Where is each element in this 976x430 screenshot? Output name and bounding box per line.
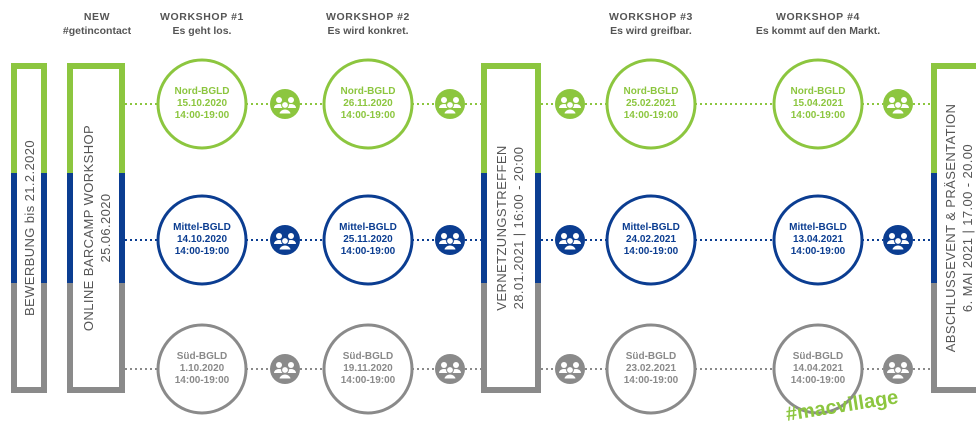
workshop-circle-ring bbox=[156, 323, 248, 415]
workshop-name: Mittel-BGLD bbox=[789, 222, 847, 233]
milestone-barcamp-label: ONLINE BARCAMP WORKSHOP bbox=[81, 125, 96, 331]
people-group-icon bbox=[883, 89, 913, 119]
header-workshop-3: WORKSHOP #3 Es wird greifbar. bbox=[608, 11, 694, 37]
workshop-circle-ring bbox=[605, 323, 697, 415]
workshop-circle-ring bbox=[322, 323, 414, 415]
workshop-date: 25.02.2021 bbox=[626, 98, 676, 109]
people-group-icon bbox=[270, 354, 300, 384]
workshop-date: 19.11.2020 bbox=[343, 363, 393, 374]
workshop-time: 14:00-19:00 bbox=[791, 246, 846, 257]
workshop-date: 23.02.2021 bbox=[626, 363, 676, 374]
connector-lines bbox=[125, 103, 931, 370]
milestone-bar-bewerbung: BEWERBUNG bis 21.2.2020 bbox=[11, 63, 47, 393]
workshop-date: 14.04.2021 bbox=[793, 363, 843, 374]
milestone-abschluss-label: ABSCHLUSSEVENT & PRÄSENTATION bbox=[943, 104, 958, 353]
workshop-time: 14:00-19:00 bbox=[791, 110, 846, 121]
workshop-circle-ring bbox=[772, 194, 864, 286]
workshop-name: Süd-BGLD bbox=[177, 351, 228, 362]
workshop-time: 14:00-19:00 bbox=[624, 375, 679, 386]
milestone-bar-barcamp: ONLINE BARCAMP WORKSHOP 25.06.2020 bbox=[67, 63, 125, 393]
workshop-date: 15.04.2021 bbox=[793, 98, 843, 109]
workshop-time: 14:00-19:00 bbox=[624, 246, 679, 257]
workshop-name: Süd-BGLD bbox=[793, 351, 844, 362]
workshop-date: 1.10.2020 bbox=[180, 363, 225, 374]
workshop-circle-ring bbox=[605, 194, 697, 286]
header-workshop-2: WORKSHOP #2 Es wird konkret. bbox=[325, 11, 411, 37]
workshop-date: 14.10.2020 bbox=[177, 234, 227, 245]
workshop-name: Nord-BGLD bbox=[624, 86, 679, 97]
people-group-icon bbox=[270, 89, 300, 119]
milestone-bar-abschluss: ABSCHLUSSEVENT & PRÄSENTATION 6. MAI 202… bbox=[931, 63, 976, 393]
workshop-circle-ring bbox=[322, 58, 414, 150]
people-group-icon bbox=[555, 354, 585, 384]
milestone-barcamp-date: 25.06.2020 bbox=[98, 193, 113, 262]
workshop-name: Nord-BGLD bbox=[175, 86, 230, 97]
milestone-vernetzung-date: 28.01.2021 | 16:00 - 20:00 bbox=[511, 147, 526, 310]
workshop-circle-ring bbox=[772, 58, 864, 150]
people-group-icon bbox=[555, 225, 585, 255]
milestone-bar-vernetzung: VERNETZUNGSTREFFEN 28.01.2021 | 16:00 - … bbox=[481, 63, 541, 393]
milestone-abschluss-date: 6. MAI 2021 | 17.00 - 20.00 bbox=[960, 144, 975, 312]
people-icons bbox=[270, 89, 913, 384]
people-group-icon bbox=[435, 225, 465, 255]
workshop-circle-ring bbox=[322, 194, 414, 286]
people-group-icon bbox=[555, 89, 585, 119]
people-group-icon bbox=[435, 89, 465, 119]
people-group-icon bbox=[435, 354, 465, 384]
workshop-date: 26.11.2020 bbox=[343, 98, 393, 109]
workshop-date: 24.02.2021 bbox=[626, 234, 676, 245]
workshop-time: 14:00-19:00 bbox=[341, 246, 396, 257]
workshop-time: 14:00-19:00 bbox=[175, 110, 230, 121]
workshop-name: Nord-BGLD bbox=[341, 86, 396, 97]
workshop-time: 14:00-19:00 bbox=[175, 375, 230, 386]
workshop-date: 15.10.2020 bbox=[177, 98, 227, 109]
workshop-name: Süd-BGLD bbox=[343, 351, 394, 362]
workshop-name: Mittel-BGLD bbox=[622, 222, 680, 233]
workshop-circle-ring bbox=[605, 58, 697, 150]
workshop-time: 14:00-19:00 bbox=[175, 246, 230, 257]
workshop-circles: Nord-BGLD15.10.202014:00-19:00Nord-BGLD2… bbox=[156, 58, 864, 415]
people-group-icon bbox=[883, 354, 913, 384]
workshop-name: Mittel-BGLD bbox=[339, 222, 397, 233]
people-group-icon bbox=[883, 225, 913, 255]
workshop-circle-ring bbox=[772, 323, 864, 415]
workshop-time: 14:00-19:00 bbox=[624, 110, 679, 121]
workshop-circle-ring bbox=[156, 58, 248, 150]
milestone-bewerbung-label: BEWERBUNG bis 21.2.2020 bbox=[22, 140, 37, 316]
workshop-circle-ring bbox=[156, 194, 248, 286]
workshop-date: 25.11.2020 bbox=[343, 234, 393, 245]
workshop-name: Mittel-BGLD bbox=[173, 222, 231, 233]
workshop-time: 14:00-19:00 bbox=[791, 375, 846, 386]
workshop-name: Nord-BGLD bbox=[791, 86, 846, 97]
workshop-time: 14:00-19:00 bbox=[341, 110, 396, 121]
header-new: NEW #getincontact bbox=[62, 11, 132, 37]
header-workshop-4: WORKSHOP #4 Es kommt auf den Markt. bbox=[755, 11, 881, 37]
header-workshop-1: WORKSHOP #1 Es geht los. bbox=[159, 11, 245, 37]
workshop-date: 13.04.2021 bbox=[793, 234, 843, 245]
workshop-time: 14:00-19:00 bbox=[341, 375, 396, 386]
people-group-icon bbox=[270, 225, 300, 255]
workshop-name: Süd-BGLD bbox=[626, 351, 677, 362]
milestone-vernetzung-label: VERNETZUNGSTREFFEN bbox=[494, 145, 509, 310]
